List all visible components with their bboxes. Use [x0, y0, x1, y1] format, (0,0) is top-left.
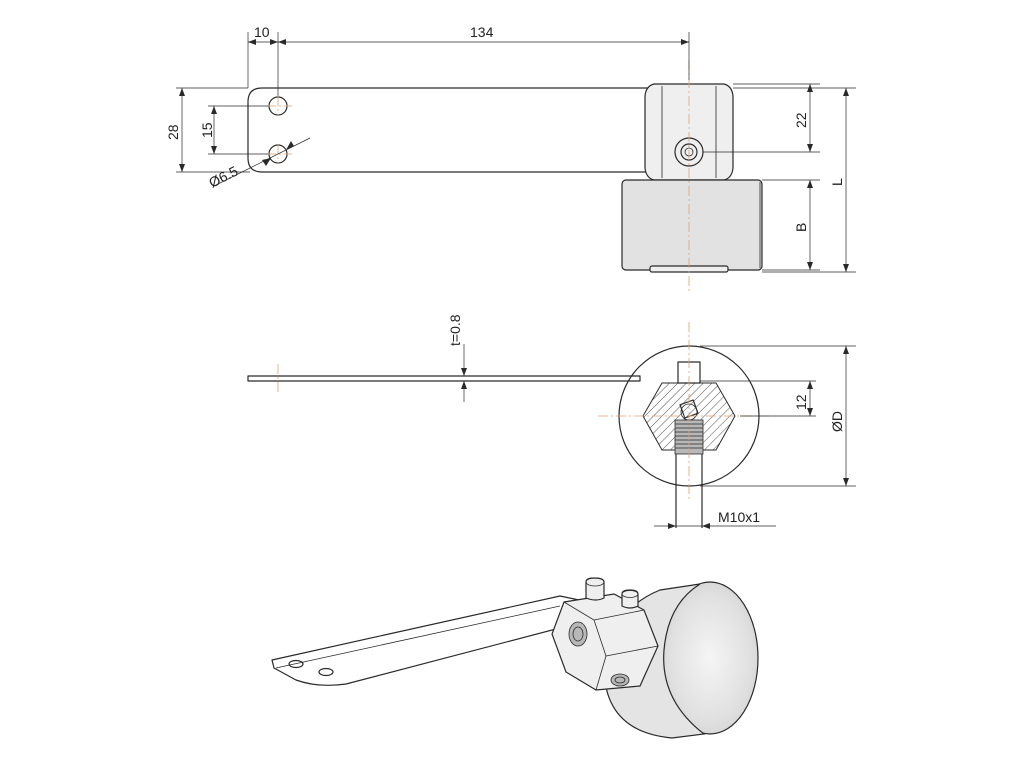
isometric-view: [271, 577, 759, 739]
front-view-dimensions: t=0.8 12 ØD M10x1: [447, 314, 856, 529]
iso-thread-hole: [568, 621, 588, 647]
front-view: [247, 322, 780, 528]
dim-center-height-label: 12: [793, 394, 809, 410]
dim-hole-diameter-label: Ø6.5: [206, 163, 240, 191]
lever-arm-front: [247, 375, 641, 382]
dim-hex-offset-label: 22: [793, 112, 809, 128]
iso-hole-2: [318, 667, 334, 677]
roller-top: [621, 179, 763, 271]
dim-hole-spacing-label: 15: [199, 122, 215, 138]
iso-hole-1: [288, 659, 304, 669]
top-view: [247, 60, 763, 292]
iso-set-screw-hole: [610, 673, 630, 687]
lever-arm-top: [247, 87, 649, 173]
iso-set-screw-1: [585, 577, 605, 601]
hex-nut-iso: [551, 593, 659, 691]
dim-thickness-label: t=0.8: [447, 314, 463, 346]
lever-arm-iso: [271, 595, 599, 686]
iso-set-screw-2: [621, 589, 639, 609]
dim-roller-diameter-label: ØD: [829, 411, 845, 432]
top-view-dimensions: 10 134 28 15 Ø6.5 22: [165, 24, 856, 273]
dim-roller-width-label: B: [793, 223, 809, 232]
dim-height-label: 28: [165, 124, 181, 140]
dim-offset-label: 10: [254, 24, 270, 40]
dim-thread-label: M10x1: [718, 509, 760, 525]
dim-total-length-label: L: [829, 178, 845, 186]
dim-length-label: 134: [470, 24, 494, 40]
